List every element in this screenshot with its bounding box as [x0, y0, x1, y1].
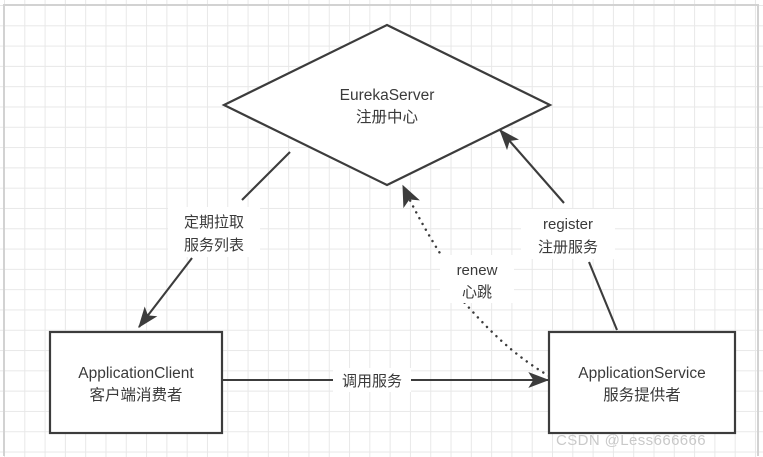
node-application-service[interactable]: ApplicationService 服务提供者 — [547, 330, 737, 435]
node-application-client[interactable]: ApplicationClient 客户端消费者 — [48, 330, 224, 435]
register-service-label-line1: register — [543, 216, 593, 233]
edge-label-renew-heartbeat: renew 心跳 — [440, 255, 514, 303]
application-client-title: ApplicationClient — [78, 365, 194, 382]
edge-label-invoke-service: 调用服务 — [333, 368, 411, 392]
pull-service-list-label-line2: 服务列表 — [184, 237, 244, 254]
renew-heartbeat-label-line2: 心跳 — [462, 284, 492, 301]
node-eureka-server[interactable]: EurekaServer 注册中心 — [221, 23, 553, 187]
application-service-title: ApplicationService — [578, 365, 706, 382]
csdn-watermark: CSDN @Less666666 — [556, 432, 707, 449]
pull-service-list-label-line1: 定期拉取 — [184, 214, 244, 231]
application-service-subtitle: 服务提供者 — [603, 386, 681, 404]
eureka-server-title: EurekaServer — [340, 87, 435, 104]
register-service-label-line2: 注册服务 — [538, 239, 598, 256]
invoke-service-label: 调用服务 — [342, 373, 402, 390]
renew-heartbeat-label-line1: renew — [457, 262, 498, 279]
edge-pull-service-list[interactable] — [138, 151, 291, 328]
edge-label-pull-service-list: 定期拉取 服务列表 — [168, 207, 260, 257]
edge-register-service[interactable] — [499, 129, 618, 331]
application-client-subtitle: 客户端消费者 — [89, 386, 182, 404]
edge-renew-heartbeat[interactable] — [402, 184, 551, 378]
edge-label-register-service: register 注册服务 — [521, 209, 615, 259]
eureka-server-subtitle: 注册中心 — [356, 108, 418, 126]
